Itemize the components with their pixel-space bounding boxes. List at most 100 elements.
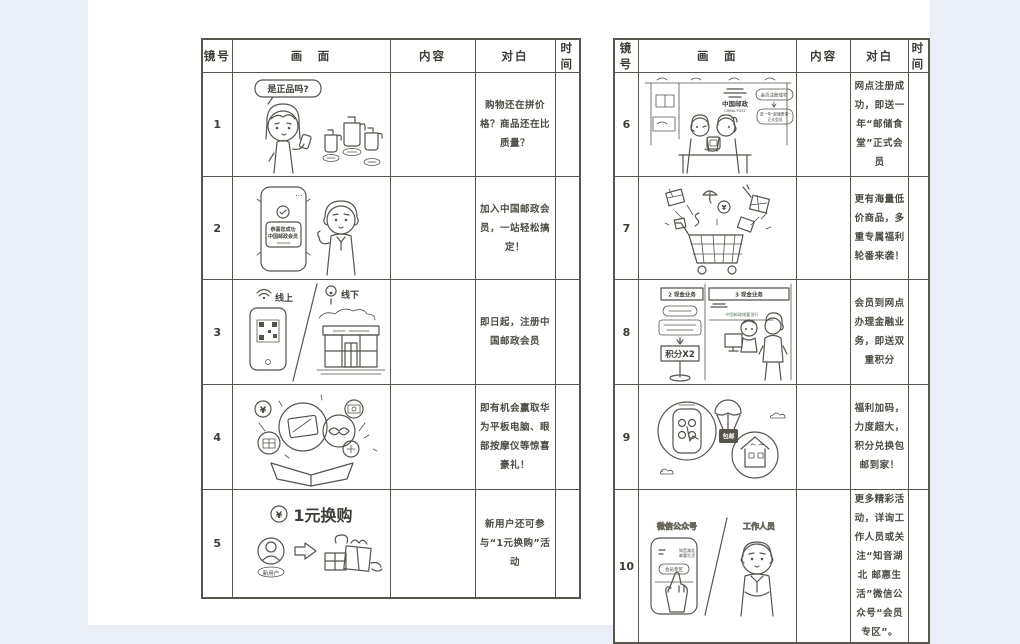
content-cell	[795, 279, 852, 385]
china-post-en-label: CHINA POST	[724, 109, 746, 113]
content-cell	[795, 72, 852, 177]
table-row: 7 ¥ 更有海量低价商品，多重	[613, 176, 930, 280]
col-header-time: 时间	[907, 38, 930, 73]
frame-shot-1: 是正品吗?	[231, 72, 391, 177]
wechat-account-and-staff-illustration: 微信公众号 工作人员 知音湖北 邮惠生活 会员专区	[650, 517, 775, 617]
speech-bubble-text: 是正品吗?	[266, 84, 308, 95]
shot-number: 3	[201, 279, 233, 385]
shot-number: 7	[613, 176, 639, 280]
prizes-box-illustration: ¥	[253, 394, 377, 487]
content-cell	[389, 176, 476, 280]
time-cell	[554, 279, 581, 385]
dialogue-cell: 会员到网点办理金融业务，即送双重积分	[850, 279, 909, 385]
app-name-line2: 邮惠生活	[679, 552, 695, 558]
table-row: 3 线上 线下	[201, 279, 581, 385]
points-redeem-delivery-illustration: 包邮	[657, 398, 786, 479]
online-offline-register-illustration: 线上 线下	[248, 282, 385, 382]
frame-shot-6: 中国邮政 CHINA POST 会员注册成功 送一年“邮储食堂” 正式会员	[637, 72, 797, 177]
time-cell	[907, 489, 930, 644]
col-header-frame: 画 面	[637, 38, 797, 73]
shot-number: 5	[201, 489, 233, 598]
content-cell	[389, 72, 476, 177]
dialogue-cell: 购物还在拼价格？商品还在比质量？	[474, 72, 556, 177]
new-user-label: 新用户	[262, 569, 279, 577]
shot-number: 4	[201, 384, 233, 490]
shot-number: 2	[201, 176, 233, 280]
counter-3-sign: 3 现金业务	[735, 290, 763, 298]
coin-symbol: ¥	[721, 204, 726, 212]
col-header-time: 时间	[554, 38, 581, 73]
bubble-free-year-line2: 正式会员	[767, 117, 782, 122]
one-yuan-exchange-illustration: ¥ 1元换购 新用户	[256, 505, 383, 578]
shot-number: 1	[201, 72, 233, 177]
table-row: 8 2 现金业务 3 现金业务 积分X2 中国邮政储蓄银行	[613, 279, 930, 385]
frame-shot-10: 微信公众号 工作人员 知音湖北 邮惠生活 会员专区	[637, 489, 797, 644]
time-cell	[554, 489, 581, 598]
storyboard-page: { "colors": { "background": "#e9eef7", "…	[88, 0, 930, 644]
storyboard-table-right: 镜号 画 面 内容 对白 时间 6 中国邮政 CHINA POST 会员注册成功	[613, 38, 930, 644]
psbc-bank-label: 中国邮政储蓄银行	[725, 311, 759, 318]
table-row: 2 … 恭喜您成功 中国邮政会员	[201, 176, 581, 280]
dialogue-cell: 即有机会赢取华为平板电脑、眼部按摩仪等惊喜豪礼！	[474, 384, 556, 490]
col-header-content: 内容	[795, 38, 852, 73]
shot-number: 8	[613, 279, 639, 385]
dialogue-cell: 网点注册成功，即送一年“邮储食堂”正式会员	[850, 72, 909, 177]
wechat-account-label: 微信公众号	[656, 521, 697, 531]
frame-shot-8: 2 现金业务 3 现金业务 积分X2 中国邮政储蓄银行	[637, 279, 797, 385]
dialogue-cell: 福利加码，力度超大，积分兑换包邮到家！	[850, 384, 909, 490]
content-cell	[795, 176, 852, 280]
time-cell	[554, 384, 581, 490]
online-label: 线上	[275, 292, 293, 304]
time-cell	[907, 384, 930, 490]
col-header-shot: 镜号	[201, 38, 233, 73]
bubble-free-year-line1: 送一年“邮储食堂”	[760, 111, 791, 116]
bank-counter-double-points-illustration: 2 现金业务 3 现金业务 积分X2 中国邮政储蓄银行	[658, 283, 792, 382]
time-cell	[907, 72, 930, 177]
app-name-line1: 知音湖北	[679, 547, 695, 553]
col-header-shot: 镜号	[613, 38, 639, 73]
col-header-content: 内容	[389, 38, 476, 73]
coin-yen-symbol: ¥	[275, 511, 282, 521]
shot-number: 9	[613, 384, 639, 490]
header-row: 镜号 画 面 内容 对白 时间	[613, 38, 930, 73]
table-row: 10 微信公众号 工作人员 知音湖北 邮惠生活 会员专区	[613, 489, 930, 644]
phone-card-line2: 中国邮政会员	[267, 233, 297, 240]
table-row: 9 包邮 福利加码，力度超大，	[613, 384, 930, 490]
table-row: 4 ¥ 即有机会赢取华为平板电	[201, 384, 581, 490]
frame-shot-7: ¥	[637, 176, 797, 280]
phone-success-and-boy-illustration: … 恭喜您成功 中国邮政会员	[256, 185, 359, 276]
table-row: 5 ¥ 1元换购 新用户 新用户还可参与“1元换购”	[201, 489, 581, 598]
one-yuan-title: 1元换购	[293, 506, 352, 525]
staff-label: 工作人员	[743, 521, 775, 531]
free-shipping-tag: 包邮	[722, 432, 734, 440]
post-office-counter-illustration: 中国邮政 CHINA POST 会员注册成功 送一年“邮储食堂” 正式会员	[644, 77, 794, 174]
dialogue-cell: 新用户还可参与“1元换购”活动	[474, 489, 556, 598]
col-header-dialogue: 对白	[850, 38, 909, 73]
dialogue-cell: 更多精彩活动，详询工作人员或关注“知音湖北 邮惠生活”微信公众号“会员专区”。	[850, 489, 909, 644]
girl-comparing-bottles-illustration: 是正品吗?	[253, 78, 383, 174]
content-cell	[795, 489, 852, 644]
time-cell	[554, 72, 581, 177]
content-cell	[389, 279, 476, 385]
dialogue-cell: 即日起，注册中国邮政会员	[474, 279, 556, 385]
time-cell	[907, 279, 930, 385]
phone-card-line1: 恭喜您成功	[269, 226, 295, 233]
frame-shot-4: ¥	[231, 384, 391, 490]
frame-shot-2: … 恭喜您成功 中国邮政会员	[231, 176, 391, 280]
dialogue-cell: 加入中国邮政会员，一站轻松搞定！	[474, 176, 556, 280]
frame-shot-5: ¥ 1元换购 新用户	[231, 489, 391, 598]
china-post-label: 中国邮政	[722, 99, 749, 108]
offline-label: 线下	[341, 289, 359, 301]
shot-number: 6	[613, 72, 639, 177]
content-cell	[795, 384, 852, 490]
frame-shot-3: 线上 线下	[231, 279, 391, 385]
points-x2-sign: 积分X2	[665, 349, 695, 360]
bubble-register-success: 会员注册成功	[760, 91, 787, 98]
content-cell	[389, 489, 476, 598]
coin-symbol: ¥	[259, 406, 266, 416]
phone-menu-dots: …	[295, 189, 303, 198]
counter-2-sign: 2 现金业务	[668, 290, 696, 298]
storyboard-table-left: 镜号 画 面 内容 对白 时间 1 是正品吗?	[201, 38, 581, 599]
document-paper: 镜号 画 面 内容 对白 时间 1 是正品吗?	[88, 0, 930, 644]
header-row: 镜号 画 面 内容 对白 时间	[201, 38, 581, 73]
